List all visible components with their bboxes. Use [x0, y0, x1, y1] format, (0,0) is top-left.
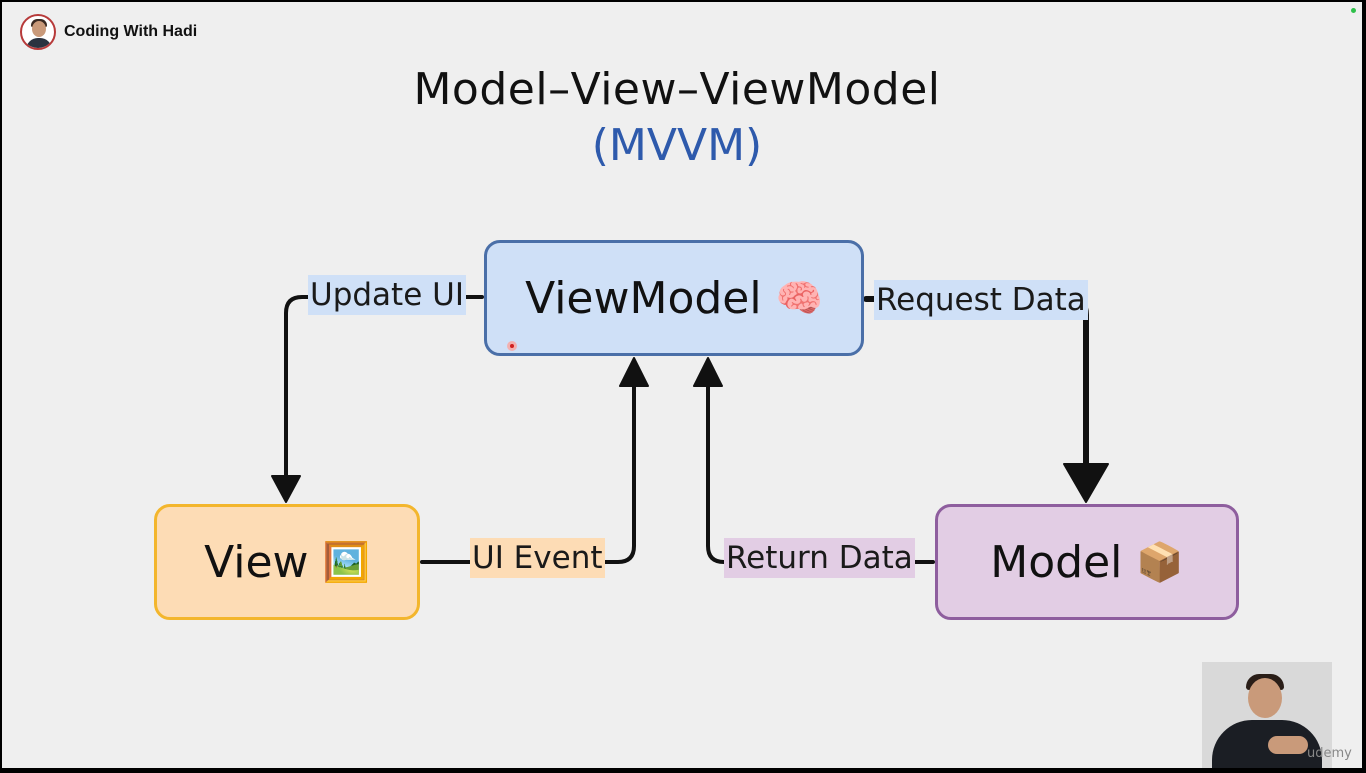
return-data-label: Return Data: [724, 538, 915, 578]
status-dot-icon: [1351, 8, 1356, 13]
view-label: View: [204, 536, 309, 588]
ui-event-arrowhead: [619, 357, 649, 387]
model-node: Model 📦: [935, 504, 1239, 620]
viewmodel-node: ViewModel 🧠: [484, 240, 864, 356]
ui-event-label: UI Event: [470, 538, 605, 578]
return-data-line: [706, 382, 935, 564]
request-data-line: [863, 296, 1089, 475]
channel-name: Coding With Hadi: [64, 23, 198, 40]
channel-header: Coding With Hadi: [20, 14, 197, 50]
watermark: udemy: [1307, 746, 1352, 761]
slide-title: Model–View–ViewModel: [413, 64, 941, 115]
package-icon: 📦: [1136, 540, 1184, 584]
request-data-arrowhead: [1063, 463, 1109, 503]
return-data-arrowhead: [693, 357, 723, 387]
brain-icon: 🧠: [775, 276, 823, 320]
slide-subtitle: (MVVM): [591, 120, 763, 171]
update-ui-label: Update UI: [308, 275, 466, 315]
presenter-webcam: [1202, 662, 1332, 768]
cursor-pointer-icon: [507, 341, 517, 351]
request-data-label: Request Data: [874, 280, 1088, 320]
update-ui-arrowhead: [271, 475, 301, 503]
channel-avatar: [20, 14, 56, 50]
ui-event-line: [420, 382, 636, 564]
update-ui-line: [284, 295, 484, 480]
viewmodel-label: ViewModel: [525, 272, 762, 324]
framed-picture-icon: 🖼️: [322, 540, 370, 584]
model-label: Model: [990, 536, 1123, 588]
view-node: View 🖼️: [154, 504, 420, 620]
